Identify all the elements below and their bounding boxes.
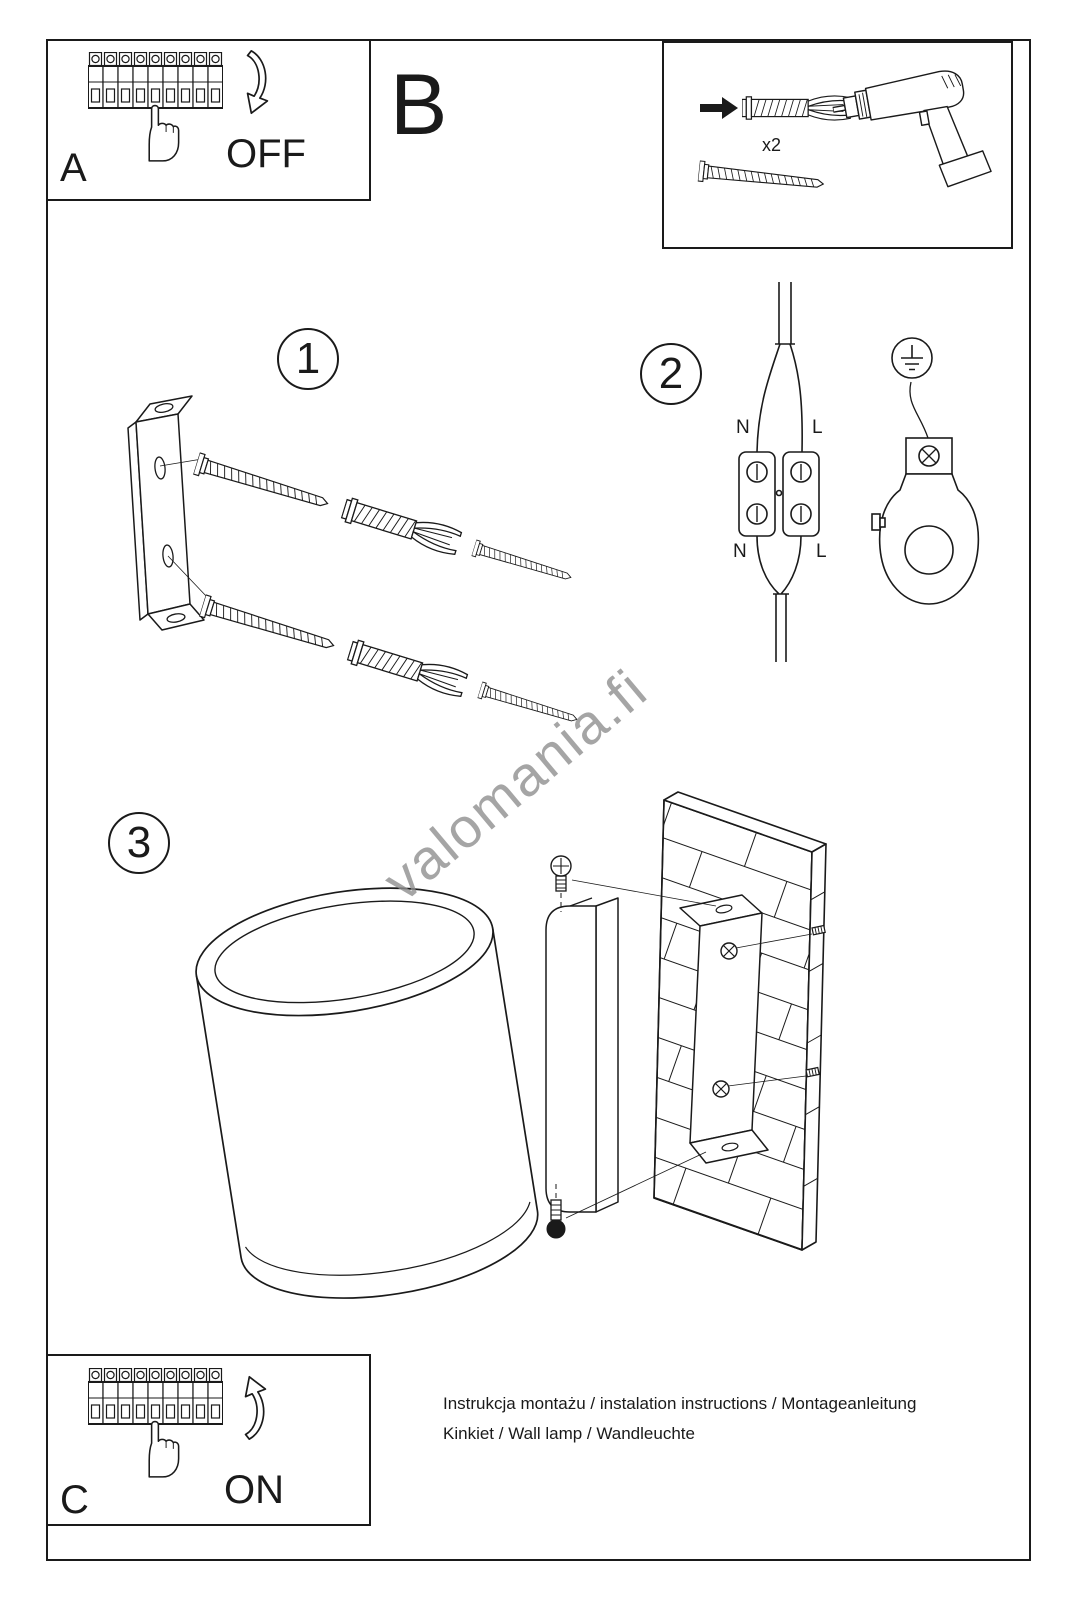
cable-top [775, 282, 795, 345]
arrow-down-icon [246, 49, 269, 115]
step-2-badge: 2 [640, 343, 702, 405]
circuit-breaker-icon [88, 53, 223, 109]
lamp-cylinder-icon [195, 887, 539, 1299]
wire-label-live-top: L [812, 417, 823, 438]
screw-tip-icon [811, 924, 826, 936]
panel-on-box [46, 1354, 371, 1526]
step1-illustration [127, 395, 580, 728]
page-border [46, 39, 1031, 1561]
footer-line-1: Instrukcja montażu / instalation instruc… [443, 1394, 917, 1413]
panel-on-state: ON [224, 1468, 284, 1512]
step-2-number: 2 [658, 349, 684, 398]
pointing-hand-icon [148, 1420, 180, 1478]
step-1-number: 1 [295, 334, 321, 383]
parts-box-frame [662, 41, 1013, 249]
wire-label-live-bottom: L [816, 541, 827, 562]
panel-off-state: OFF [226, 132, 306, 176]
wall-plug-icon [345, 637, 469, 699]
wires-bottom [756, 535, 802, 595]
bottom-screw-icon [546, 1151, 707, 1239]
footer-line-2: Kinkiet / Wall lamp / Wandleuchte [443, 1424, 695, 1443]
breaker-on-illustration [88, 1369, 267, 1478]
wire-label-neutral-top: N [736, 417, 750, 438]
screw-icon [477, 681, 580, 728]
lamp-backplate-icon [545, 897, 619, 1213]
step3-illustration [195, 791, 827, 1299]
terminal-block-icon [738, 451, 820, 537]
plug-quantity: x2 [762, 135, 782, 155]
step-3-number: 3 [126, 818, 152, 867]
mounted-bracket-icon [679, 894, 813, 1164]
cable-bottom [775, 594, 787, 662]
circuit-breaker-icon [88, 1369, 223, 1425]
parts-box-label: B [390, 57, 448, 153]
earth-symbol-icon [891, 337, 933, 379]
top-screw-icon [550, 855, 717, 912]
screw-tip-icon [805, 1066, 820, 1078]
screw-icon [198, 594, 338, 657]
step-3-badge: 3 [108, 812, 170, 874]
mounting-bracket-icon [127, 395, 205, 631]
ground-terminal-icon [871, 437, 980, 605]
ground-wire [909, 381, 929, 439]
wall-plug-icon [339, 495, 463, 557]
insert-arrow-icon [700, 97, 738, 119]
wires-top [756, 343, 803, 453]
step-1-badge: 1 [277, 328, 339, 390]
panel-off-label: A [60, 146, 87, 190]
pointing-hand-icon [148, 104, 180, 162]
screw-icon [697, 160, 825, 195]
screw-icon [192, 452, 332, 515]
step2-illustration [738, 282, 980, 662]
wire-label-neutral-bottom: N [733, 541, 747, 562]
drill-icon [828, 65, 994, 205]
screw-icon [471, 539, 574, 586]
panel-on-label: C [60, 1478, 89, 1522]
arrow-up-icon [244, 1375, 267, 1441]
parts-illustration [697, 65, 994, 205]
panel-off-box [46, 39, 371, 201]
